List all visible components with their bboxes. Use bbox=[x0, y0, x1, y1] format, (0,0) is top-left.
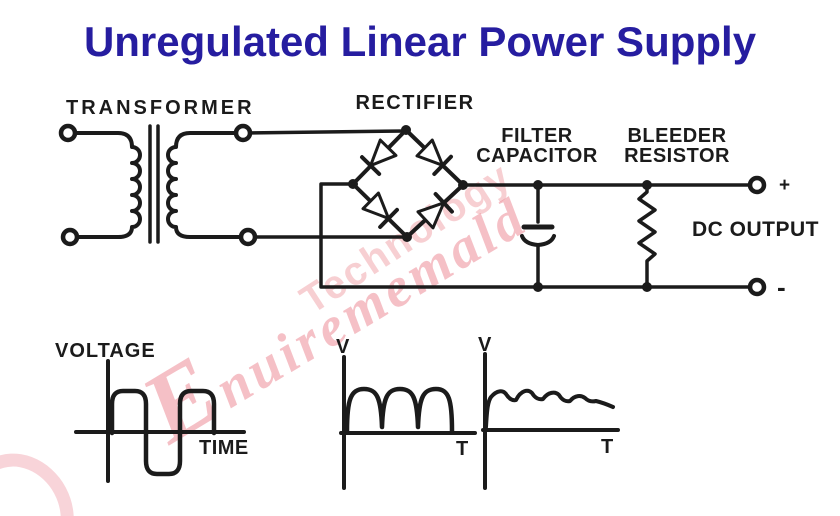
input-terminal-top bbox=[58, 123, 78, 143]
rectifier-label: RECTIFIER bbox=[355, 92, 475, 114]
positive-terminal-sign: + bbox=[779, 175, 791, 196]
transformer-core bbox=[148, 124, 160, 244]
secondary-winding bbox=[166, 131, 250, 239]
rectifier-bridge bbox=[348, 125, 468, 242]
diode-bottom-left bbox=[361, 191, 399, 229]
filter-capacitor-label-line2: CAPACITOR bbox=[476, 145, 598, 167]
output-terminal-positive bbox=[747, 175, 767, 195]
bleeder-resistor-label: BLEEDER RESISTOR bbox=[611, 126, 743, 166]
bleeder-resistor-symbol bbox=[637, 180, 657, 292]
input-terminal-bottom bbox=[60, 227, 80, 247]
secondary-terminal-top bbox=[233, 123, 253, 143]
rectified-v-label: V bbox=[336, 336, 350, 358]
sine-trace bbox=[109, 388, 217, 477]
sine-axes bbox=[74, 359, 246, 483]
dc-output-label: DC OUTPUT bbox=[692, 218, 819, 241]
waveform-filtered bbox=[481, 352, 620, 490]
bridge-diamond bbox=[351, 128, 465, 239]
filtered-axes bbox=[481, 352, 620, 490]
time-axis-label: TIME bbox=[199, 437, 249, 459]
diode-top-left bbox=[360, 138, 398, 176]
negative-terminal-sign: - bbox=[777, 272, 786, 302]
capacitor-junction-dots bbox=[533, 180, 543, 292]
filtered-t-label: T bbox=[601, 436, 614, 458]
diode-bottom-right bbox=[416, 192, 454, 230]
secondary-terminal-bottom bbox=[238, 227, 258, 247]
filtered-trace bbox=[484, 388, 615, 429]
resistor-zigzag bbox=[637, 183, 657, 289]
primary-winding bbox=[66, 131, 142, 239]
transformer-symbol bbox=[66, 124, 250, 244]
waveform-rectified bbox=[339, 355, 477, 490]
filter-capacitor-symbol bbox=[520, 180, 556, 292]
transformer-label: TRANSFORMER bbox=[66, 97, 255, 119]
bleeder-resistor-label-line2: RESISTOR bbox=[624, 145, 730, 167]
rectified-trace bbox=[344, 386, 455, 434]
filter-capacitor-label: FILTER CAPACITOR bbox=[468, 126, 606, 166]
voltage-axis-label: VOLTAGE bbox=[55, 340, 156, 362]
bridge-junction-dots bbox=[348, 125, 468, 242]
terminals bbox=[58, 123, 767, 297]
resistor-junction-dots bbox=[642, 180, 652, 292]
capacitor-curved-plate bbox=[520, 234, 556, 247]
ac-wire-top bbox=[241, 129, 408, 135]
bleeder-resistor-label-line1: BLEEDER bbox=[627, 125, 727, 147]
waveform-ac-sine bbox=[74, 359, 246, 483]
page-title: Unregulated Linear Power Supply bbox=[83, 18, 757, 65]
filter-capacitor-label-line1: FILTER bbox=[501, 125, 573, 147]
output-terminal-negative bbox=[747, 277, 767, 297]
rectified-t-label: T bbox=[456, 438, 469, 460]
rectified-axes bbox=[339, 355, 477, 490]
diode-top-right bbox=[415, 138, 453, 176]
filtered-v-label: V bbox=[478, 334, 492, 356]
